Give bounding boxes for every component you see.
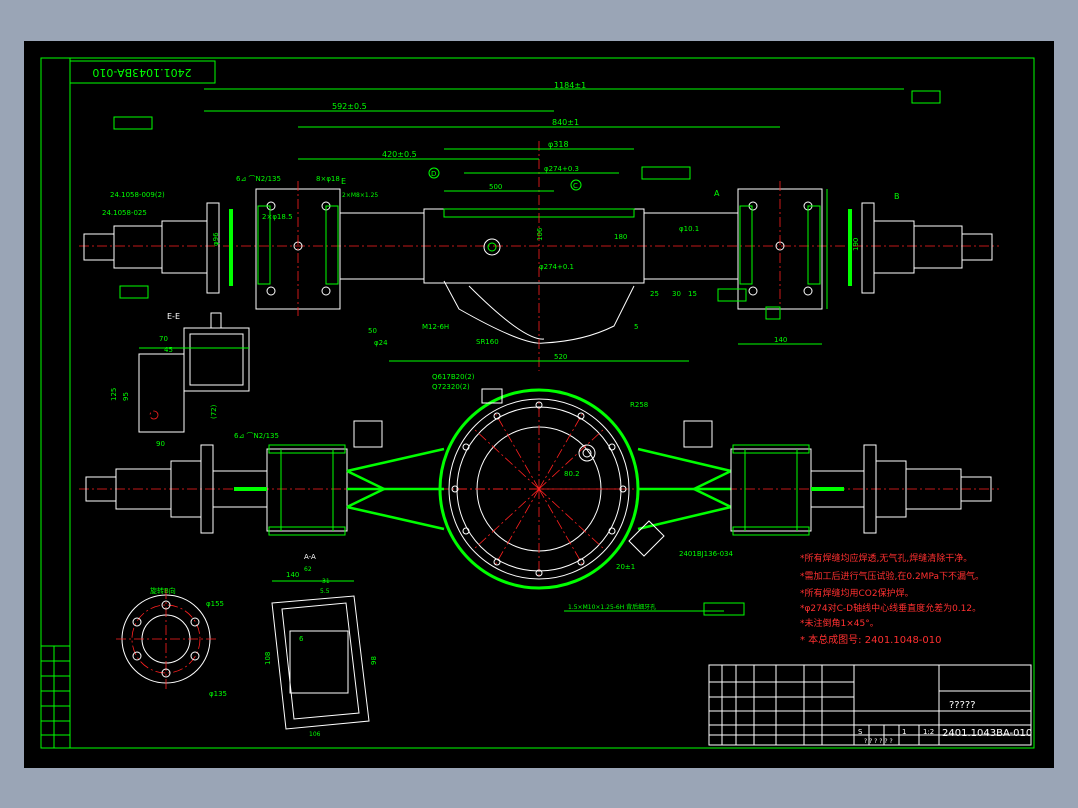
callout-part-left-1: 24.1058-009(2) — [110, 191, 165, 199]
dim-15: 15 — [688, 290, 697, 298]
note-3: *所有焊缝均用CO2保护焊。 — [800, 587, 914, 599]
tolerance-frames — [113, 90, 941, 616]
dim-ee-72: (72) — [210, 404, 218, 419]
callout-part-left-2: 24.1058-025 — [102, 209, 147, 217]
dim-318: φ318 — [548, 140, 569, 149]
flange-dia: φ155 — [206, 600, 224, 608]
dim-inner-span: 420±0.5 — [382, 150, 417, 159]
title-block-bottom-row: ? ? ? ? ? ? — [864, 738, 893, 745]
dim-24: φ24 — [374, 339, 388, 347]
dim-106: 106 — [536, 227, 544, 241]
dim-aa-106: 106 — [309, 731, 321, 738]
dim-500: 500 — [489, 183, 502, 191]
callout-802: 80.2 — [564, 470, 580, 478]
dim-overall: 1184±1 — [554, 81, 586, 90]
cad-viewport[interactable]: 2401.1043BA-010 — [24, 41, 1054, 768]
title-box — [69, 60, 216, 84]
flange-label: 旋转B向 — [150, 586, 176, 595]
flange-view: 旋转B向 φ155 φ135 — [116, 586, 227, 698]
note-4: *φ274对C-D轴线中心线垂直度允差为0.12。 — [800, 602, 981, 614]
section-e-e: E-E 70 45 125 95 90 (72) — [110, 312, 250, 448]
label-a: A — [714, 189, 720, 198]
dim-m12: M12-6H — [422, 323, 449, 331]
dim-aa-140: 140 — [286, 571, 299, 579]
callout-bearing-2: Q72320(2) — [432, 383, 470, 391]
dim-2x18: 2×φ18.5 — [262, 213, 293, 221]
callout-bearing-1: Q617B20(2) — [432, 373, 475, 381]
dim-aa-6: 6 — [299, 635, 304, 643]
label-e: E — [341, 177, 346, 186]
dim-96: φ96 — [212, 232, 220, 246]
title-block-sheet-s: S — [858, 728, 863, 736]
callout-plug-note: 1.5×M10×1.25-6H 背后细牙孔 — [568, 603, 656, 611]
top-view — [79, 141, 999, 371]
dim-274-top: φ274+0.3 — [544, 165, 579, 173]
dim-ee-90: 90 — [156, 440, 165, 448]
note-1: *所有焊缝均应焊透,无气孔,焊缝清除干净。 — [800, 552, 972, 564]
flange-dim: φ135 — [209, 690, 227, 698]
label-c: C — [573, 182, 578, 190]
dim-ee-70: 70 — [159, 335, 168, 343]
callout-weld-left: 6⊿ ⌒N2/135 — [236, 175, 281, 183]
dim-aa-31: 31 — [322, 578, 330, 585]
dim-ee-45: 45 — [164, 346, 173, 354]
title-block: ????? 2401.1043BA-010 1:2 S 1 ? ? ? ? ? … — [708, 664, 1032, 746]
section-ee-label: E-E — [167, 312, 180, 321]
dim-aa-62: 62 — [304, 566, 312, 573]
dim-8x18: 8×φ18 — [316, 175, 340, 183]
cad-drawing: 2401.1043BA-010 — [40, 57, 1035, 749]
section-aa-label: A-A — [304, 553, 316, 561]
callout-20: 20±1 — [616, 563, 635, 571]
dim-140: 140 — [774, 336, 787, 344]
dim-spring-span: 840±1 — [552, 118, 579, 127]
dim-10: φ10.1 — [679, 225, 699, 233]
dim-m14: 2×M8×1.25 — [342, 192, 378, 199]
dim-aa-108: 108 — [264, 652, 272, 665]
callout-r258: R258 — [630, 401, 648, 409]
title-block-drawing-no: 2401.1043BA-010 — [942, 728, 1032, 739]
note-2: *需加工后进行气压试验,在0.2MPa下不漏气。 — [800, 570, 984, 582]
dim-ee-95: 95 — [122, 392, 130, 401]
label-b: B — [894, 192, 900, 201]
front-view — [79, 388, 999, 590]
title-box-text: 2401.1043BA-010 — [92, 66, 191, 79]
title-block-name: ????? — [949, 700, 976, 711]
dim-520: 520 — [554, 353, 567, 361]
dim-25: 25 — [650, 290, 659, 298]
left-sidebar-table — [40, 645, 71, 749]
callout-weld-mid: 6⊿ ⌒N2/135 — [234, 432, 279, 440]
dim-30: 30 — [672, 290, 681, 298]
dim-sr160: SR160 — [476, 338, 499, 346]
callout-part-right: 2401BJ136-034 — [679, 550, 733, 558]
label-d: D — [431, 170, 436, 178]
dim-5: 5 — [634, 323, 638, 331]
top-dimensions: 1184±1 592±0.5 840±1 420±0.5 φ318 φ274+0… — [204, 81, 904, 362]
dim-274-mid: φ274+0.1 — [539, 263, 574, 271]
note-5: *未注倒角1×45°。 — [800, 617, 879, 629]
title-block-qty: 1 — [902, 728, 906, 736]
dim-50: 50 — [368, 327, 377, 335]
title-block-scale: 1:2 — [923, 728, 934, 736]
dim-180: 180 — [614, 233, 627, 241]
note-6: * 本总成图号: 2401.1048-010 — [800, 633, 942, 646]
dim-aa-55: 5.5 — [320, 588, 330, 595]
notes: *所有焊缝均应焊透,无气孔,焊缝清除干净。 *需加工后进行气压试验,在0.2MP… — [800, 552, 984, 646]
dim-190: 190 — [852, 238, 860, 251]
dim-ee-125: 125 — [110, 388, 118, 401]
dim-aa-98: 98 — [370, 656, 378, 665]
drawing-inner-border — [69, 57, 1035, 749]
dim-left-span: 592±0.5 — [332, 102, 367, 111]
section-a-a: A-A 140 62 31 5.5 6 106 98 108 — [264, 553, 378, 738]
